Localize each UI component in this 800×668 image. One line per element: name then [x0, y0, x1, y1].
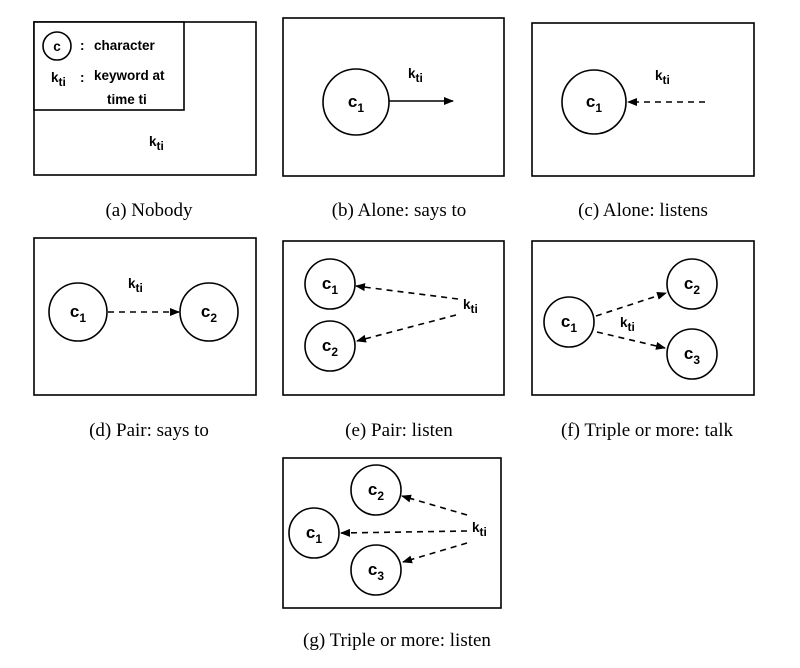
- caption-b: (b) Alone: says to: [332, 200, 467, 221]
- keyword-label: kti: [463, 297, 478, 316]
- character-c1: [543, 296, 595, 348]
- character-c1-label: c1: [586, 92, 602, 115]
- character-c1: [322, 68, 390, 136]
- caption-e: (e) Pair: listen: [345, 420, 453, 441]
- panel-b-frame: [282, 17, 505, 177]
- legend-colon-2: :: [80, 70, 85, 85]
- legend-character-circle: [42, 31, 72, 61]
- legend-character-desc: character: [94, 38, 156, 53]
- legend-circle-letter: c: [53, 39, 61, 54]
- character-c3-label: c3: [368, 560, 384, 583]
- character-c2: [179, 282, 239, 342]
- panel-e: c1 c2 kti (e) Pair: listen: [282, 240, 505, 441]
- character-c2-label: c2: [684, 274, 700, 297]
- panel-b: c1 kti (b) Alone: says to: [282, 17, 505, 221]
- legend-keyword-desc-2: time ti: [107, 92, 147, 107]
- character-c2-label: c2: [201, 302, 217, 325]
- character-c1: [304, 258, 356, 310]
- keyword-label: kti: [655, 68, 670, 87]
- keyword-label: kti: [408, 66, 423, 85]
- panel-f: c1 c2 c3 kti (f) Triple or more: talk: [531, 240, 755, 441]
- character-c1: [561, 69, 627, 135]
- character-c1-label: c1: [348, 92, 364, 115]
- character-c1: [288, 507, 340, 559]
- listen-arrow-c3: [402, 542, 468, 564]
- keyword-label: kti: [128, 276, 143, 295]
- panel-g: c1 c2 c3 kti (g) Triple or more: listen: [282, 457, 502, 651]
- caption-d: (d) Pair: says to: [89, 420, 209, 441]
- talk-arrow-c2: [595, 292, 667, 317]
- panel-c: c1 kti (c) Alone: listens: [531, 22, 755, 221]
- panel-a: c : character kti : keyword at time ti k…: [33, 21, 257, 221]
- character-c3: [666, 328, 718, 380]
- character-c2-label: c2: [322, 336, 338, 359]
- character-c2: [666, 258, 718, 310]
- character-c2: [350, 464, 402, 516]
- character-c1-label: c1: [306, 523, 322, 546]
- character-c1-label: c1: [70, 302, 86, 325]
- character-c1-label: c1: [322, 274, 338, 297]
- keyword-label: kti: [620, 315, 635, 334]
- character-c2: [304, 320, 356, 372]
- legend-keyword-symbol: kti: [51, 70, 66, 89]
- character-c3: [350, 544, 402, 596]
- caption-a: (a) Nobody: [105, 200, 193, 221]
- caption-c: (c) Alone: listens: [578, 200, 708, 221]
- listen-arrow-c2: [401, 494, 468, 516]
- legend-keyword-desc-1: keyword at: [94, 68, 165, 83]
- legend-colon-1: :: [80, 38, 85, 53]
- character-c1-label: c1: [561, 312, 577, 335]
- character-c3-label: c3: [684, 344, 700, 367]
- caption-f: (f) Triple or more: talk: [561, 420, 734, 441]
- caption-g: (g) Triple or more: listen: [303, 630, 491, 651]
- panel-d: c1 c2 kti (d) Pair: says to: [33, 237, 257, 441]
- character-c2-label: c2: [368, 480, 384, 503]
- talk-arrow-c3: [596, 331, 666, 350]
- keyword-label: kti: [472, 520, 487, 539]
- keyword-label: kti: [149, 134, 164, 153]
- character-c1: [48, 282, 108, 342]
